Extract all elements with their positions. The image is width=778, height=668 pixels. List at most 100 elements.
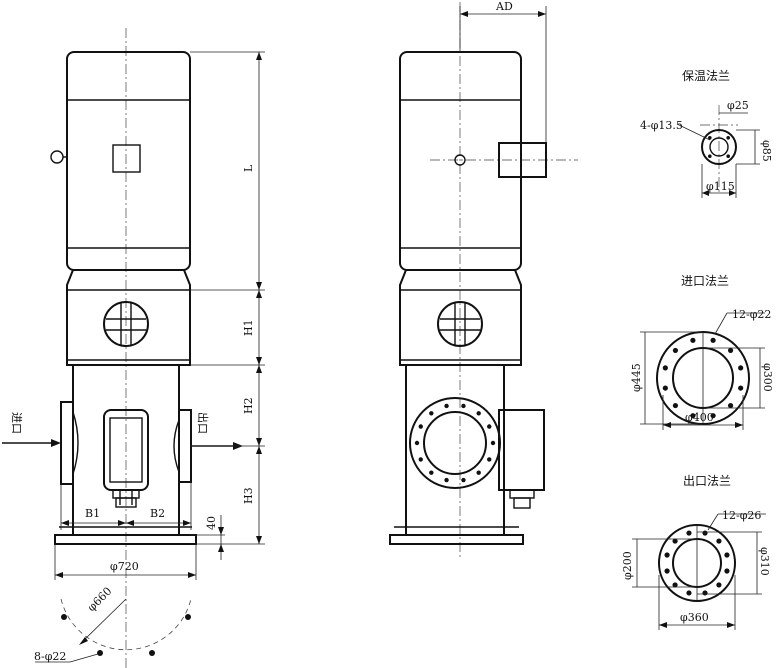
inlet-bolt-hole [727, 347, 734, 354]
outlet-outer-label: φ360 [680, 611, 709, 624]
insulation-holes-leader [676, 123, 711, 141]
dim-B2-label: B2 [150, 507, 165, 520]
outlet-bolt-hole [702, 530, 708, 536]
motor-terminal-box [112, 144, 141, 173]
side-flange-bolt-hole [418, 457, 423, 462]
insulation-arrow-left [702, 190, 709, 196]
side-flange-bolt-hole [461, 403, 466, 409]
vertical-dimension-chain [190, 51, 265, 545]
side-inlet-flange-face [409, 397, 501, 489]
inlet-flange-detail [640, 312, 765, 430]
dim-bolt-holes-label: 8-φ22 [34, 650, 66, 663]
b1-b2-dimension [60, 482, 192, 530]
inlet-bolt-holes [662, 337, 744, 419]
outlet-bolt-hole [724, 552, 730, 558]
outlet-holes-leader [707, 513, 719, 531]
outlet-bolt-hole [724, 568, 730, 574]
side-flange-bolt-hole [429, 411, 434, 416]
insulation-bolt-hole [708, 136, 712, 140]
front-coupling-window [103, 301, 149, 347]
outlet-flange-title: 出口法兰 [683, 474, 731, 488]
outlet-flange-detail [632, 513, 766, 630]
side-pump-casing [405, 364, 505, 536]
side-flange-bolt-hole [476, 470, 481, 475]
base-width-dimension [54, 544, 197, 580]
inlet-inner-label: φ300 [761, 363, 774, 392]
inlet-outer-label: φ445 [630, 363, 643, 392]
outlet-bolt-hole [716, 538, 722, 544]
side-base-plate [389, 534, 524, 545]
insulation-flange-outer [701, 129, 737, 165]
front-base-plate [54, 534, 197, 545]
insulation-bolt-holes [708, 136, 730, 158]
outlet-bolt-hole [664, 568, 670, 574]
inlet-bolt-hole [662, 385, 668, 391]
dim-660-label: φ660 [85, 585, 114, 614]
dim-H2-label: H2 [242, 397, 255, 414]
inlet-bc-arrow-left [663, 422, 671, 428]
inlet-bc-label: φ400 [685, 411, 714, 424]
front-view: 进口 出口 L H1 H2 H3 4 [2, 28, 265, 668]
dim-720-label: φ720 [110, 560, 139, 573]
side-bearing-housing [498, 409, 545, 509]
inlet-bolt-hole [738, 385, 744, 391]
insulation-bolt-hole [726, 136, 730, 140]
outlet-holes-label: 12-φ26 [722, 509, 761, 522]
insulation-flange-title: 保温法兰 [682, 69, 730, 83]
inlet-bolt-hole [738, 365, 744, 371]
front-motor-body [66, 51, 191, 271]
inlet-bolt-hole [662, 365, 668, 371]
inlet-bolt-hole [710, 337, 716, 343]
side-flange-bolt-hole [476, 411, 481, 416]
insulation-bc-label: φ85 [760, 140, 773, 162]
side-flange-bolt-hole [461, 477, 466, 483]
inlet-bolt-hole [690, 337, 696, 343]
inlet-bolt-hole [690, 413, 696, 419]
outlet-label: 出口 [196, 412, 210, 434]
side-flange-bolt-hole [487, 457, 492, 462]
side-terminal-box [498, 142, 547, 178]
side-motor-body [399, 51, 522, 271]
outlet-bolt-hole [686, 590, 692, 596]
side-flange-bolt-hole [414, 440, 420, 446]
base-bolt-circle [35, 598, 192, 663]
side-flange-bolt-hole [487, 424, 492, 429]
inlet-holes-label: 12-φ22 [732, 308, 771, 321]
side-flange-bolt-hole [418, 424, 423, 429]
insulation-arrow-right [729, 190, 736, 196]
side-coupling-window [437, 301, 483, 347]
front-bearing-housing [103, 409, 149, 508]
ad-dimension [459, 6, 547, 143]
base-height-dimension [218, 515, 224, 560]
insulation-holes-label: 4-φ13.5 [640, 119, 683, 132]
outlet-outer-arrow-left [659, 622, 667, 628]
insulation-flange-detail [676, 105, 760, 198]
side-flange-bolt-hole [490, 440, 496, 446]
inlet-label: 进口 [10, 412, 23, 434]
inlet-flange-title: 进口法兰 [681, 274, 729, 288]
side-flange-bolt-hole [429, 470, 434, 475]
side-flange-bolt-hole [444, 403, 449, 409]
inlet-bolt-hole [672, 347, 679, 354]
outlet-bolt-hole [672, 538, 678, 544]
side-motor-adapter [399, 269, 522, 366]
inlet-holes-leader [714, 312, 728, 335]
insulation-flange-inner [709, 137, 729, 157]
outlet-inner-label: φ200 [621, 551, 634, 580]
outlet-bolt-hole [672, 582, 678, 588]
dim-H3-label: H3 [242, 487, 255, 504]
side-flange-bolt-hole [444, 477, 449, 483]
dim-AD-label: AD [495, 0, 513, 13]
dim-40-label: 40 [205, 516, 218, 530]
dim-L-label: L [242, 164, 255, 172]
outlet-bolt-hole [664, 552, 670, 558]
motor-lifting-eye [50, 150, 64, 164]
outlet-bolt-hole [686, 530, 692, 536]
insulation-bolt-hole [726, 154, 730, 158]
side-motor-shaft-mark [454, 154, 466, 166]
front-motor-adapter [66, 269, 191, 366]
front-inlet-flange [60, 401, 79, 485]
side-view: AD [389, 0, 578, 560]
